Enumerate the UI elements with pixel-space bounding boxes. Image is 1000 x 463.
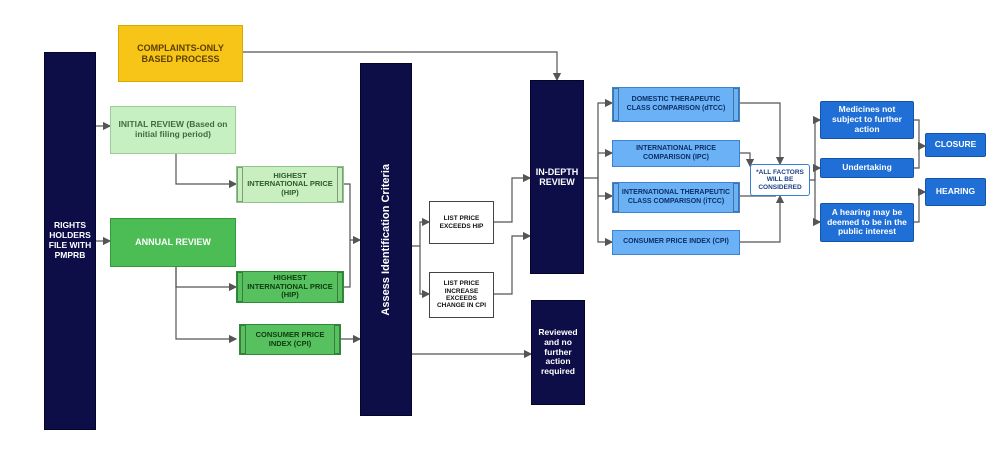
- in-depth-review-label: IN-DEPTH REVIEW: [535, 166, 579, 187]
- itcc-box: INTERNATIONAL THERAPEUTIC CLASS COMPARIS…: [612, 182, 740, 213]
- hip-annual-label: HIGHEST INTERNATIONAL PRICE (HIP): [247, 273, 333, 300]
- undertaking-box: Undertaking: [820, 158, 914, 178]
- all-factors-label: *ALL FACTORS WILL BE CONSIDERED: [756, 168, 804, 191]
- all-factors-note: *ALL FACTORS WILL BE CONSIDERED: [750, 164, 810, 196]
- initial-review-box: INITIAL REVIEW (Based on initial filing …: [110, 106, 236, 154]
- complaints-box: COMPLAINTS-ONLY BASED PROCESS: [118, 25, 243, 82]
- closure-label: CLOSURE: [934, 139, 977, 150]
- initial-review-label: INITIAL REVIEW (Based on initial filing …: [118, 119, 228, 139]
- list-price-cpi-label: LIST PRICE INCREASE EXCEEDS CHANGE IN CP…: [436, 280, 487, 310]
- cpi-green-label: CONSUMER PRICE INDEX (CPI): [255, 329, 325, 348]
- connector-line: [175, 267, 238, 344]
- assess-criteria-label: Assess Identification Criteria: [379, 163, 392, 316]
- connector-line: [812, 163, 822, 180]
- connector-line: [597, 178, 614, 247]
- undertaking-label: Undertaking: [842, 162, 892, 173]
- medicines-not-subject-box: Medicines not subject to further action: [820, 101, 914, 139]
- dtcc-box: DOMESTIC THERAPEUTIC CLASS COMPARISON (d…: [612, 87, 740, 122]
- reviewed-box: Reviewed and no further action required: [531, 300, 585, 405]
- connector-line: [175, 267, 238, 292]
- hearing-deemed-label: A hearing may be deemed to be in the pub…: [827, 206, 907, 237]
- hip-initial-label: HIGHEST INTERNATIONAL PRICE (HIP): [247, 170, 333, 197]
- connector-line: [740, 152, 755, 168]
- list-price-cpi-box: LIST PRICE INCREASE EXCEEDS CHANGE IN CP…: [429, 272, 494, 318]
- connector-line: [914, 146, 920, 169]
- rights-holders-box: RIGHTS HOLDERS FILE WITH PMPRB: [44, 52, 96, 430]
- cpi-blue-box: CONSUMER PRICE INDEX (CPI): [612, 230, 740, 255]
- connector-line: [810, 115, 822, 181]
- connector-line: [412, 217, 431, 247]
- list-price-hip-label: LIST PRICE EXCEEDS HIP: [439, 215, 484, 230]
- connector-line: [740, 194, 785, 243]
- hearing-deemed-box: A hearing may be deemed to be in the pub…: [820, 203, 914, 242]
- connector-line: [344, 183, 362, 245]
- ipc-label: INTERNATIONAL PRICE COMPARISON (IPC): [636, 145, 716, 161]
- connector-line: [914, 119, 927, 151]
- medicines-not-subject-label: Medicines not subject to further action: [832, 104, 902, 134]
- annual-review-box: ANNUAL REVIEW: [110, 218, 236, 267]
- hip-annual-box: HIGHEST INTERNATIONAL PRICE (HIP): [236, 271, 344, 303]
- connector-line: [494, 231, 532, 295]
- in-depth-review-box: IN-DEPTH REVIEW: [530, 80, 584, 274]
- connector-line: [344, 240, 351, 288]
- connector-line: [175, 154, 238, 189]
- connector-line: [597, 148, 614, 178]
- connector-line: [243, 51, 562, 82]
- hearing-box: HEARING: [925, 178, 986, 206]
- rights-holders-label: RIGHTS HOLDERS FILE WITH PMPRB: [48, 220, 92, 260]
- connector-line: [597, 178, 614, 201]
- closure-box: CLOSURE: [925, 133, 986, 157]
- connector-line: [812, 180, 822, 227]
- dtcc-label: DOMESTIC THERAPEUTIC CLASS COMPARISON (d…: [626, 96, 726, 112]
- hip-initial-box: HIGHEST INTERNATIONAL PRICE (HIP): [236, 166, 344, 203]
- assess-criteria-box: Assess Identification Criteria: [360, 63, 412, 416]
- complaints-label: COMPLAINTS-ONLY BASED PROCESS: [137, 43, 224, 64]
- hearing-label: HEARING: [935, 186, 976, 197]
- connector-line: [584, 98, 614, 179]
- connector-line: [914, 187, 927, 223]
- reviewed-label: Reviewed and no further action required: [538, 327, 578, 377]
- cpi-blue-label: CONSUMER PRICE INDEX (CPI): [623, 238, 729, 246]
- annual-review-label: ANNUAL REVIEW: [135, 237, 211, 248]
- connector-line: [494, 173, 532, 223]
- cpi-green-box: CONSUMER PRICE INDEX (CPI): [239, 324, 341, 355]
- itcc-label: INTERNATIONAL THERAPEUTIC CLASS COMPARIS…: [621, 189, 731, 205]
- list-price-hip-box: LIST PRICE EXCEEDS HIP: [429, 201, 494, 244]
- ipc-box: INTERNATIONAL PRICE COMPARISON (IPC): [612, 140, 740, 167]
- connector-line: [740, 102, 785, 166]
- connector-line: [419, 246, 431, 299]
